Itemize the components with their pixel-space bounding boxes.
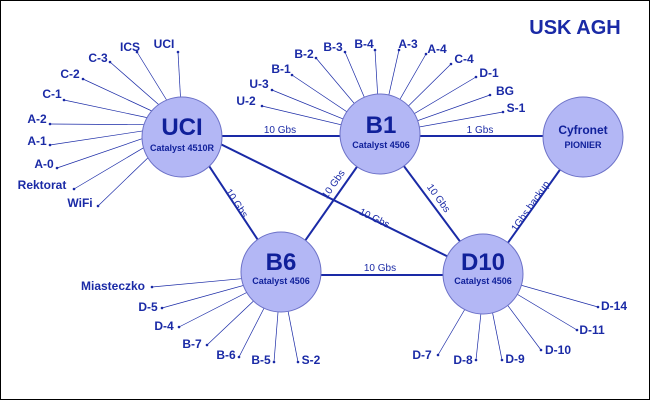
leaf-label: B-4 xyxy=(354,37,374,51)
leaf-label: D-11 xyxy=(579,323,605,337)
leaf-label: D-5 xyxy=(138,300,158,314)
node-b1: B1 Catalyst 4506 xyxy=(339,93,421,175)
leaf-label: A-4 xyxy=(427,42,447,56)
leaf-label: D-14 xyxy=(601,299,627,313)
leaf-label: C-2 xyxy=(60,67,80,81)
leaf-label: A-0 xyxy=(34,157,54,171)
node-b6-model: Catalyst 4506 xyxy=(252,276,310,286)
link-uci-d10 xyxy=(181,124,486,276)
leaf-label: U-2 xyxy=(236,94,256,108)
node-uci-name: UCI xyxy=(161,114,202,141)
leaf-label: C-1 xyxy=(42,87,62,101)
leaf-label: UCI xyxy=(154,37,175,51)
node-cyfronet-circle xyxy=(542,96,624,178)
node-b6: B6 Catalyst 4506 xyxy=(240,231,322,313)
leaf-label: S-2 xyxy=(302,353,321,367)
leaf-label: B-6 xyxy=(216,348,236,362)
leaf-label: C-3 xyxy=(88,51,108,65)
spoke-dots xyxy=(48,48,600,364)
leaf-label: U-3 xyxy=(249,77,269,91)
leaf-label: B-3 xyxy=(323,40,343,54)
node-b1-model: Catalyst 4506 xyxy=(352,140,410,150)
leaf-label: ICS xyxy=(120,40,140,54)
leaf-label: D-10 xyxy=(545,343,571,357)
leaf-label: D-9 xyxy=(505,352,525,366)
leaf-label: B-1 xyxy=(271,62,291,76)
leaf-label: S-1 xyxy=(507,101,526,115)
node-b1-circle xyxy=(339,93,421,175)
leaf-label: A-2 xyxy=(27,112,47,126)
diagram-title: USK AGH xyxy=(529,17,620,39)
node-d10: D10 Catalyst 4506 xyxy=(442,233,524,315)
leaf-label: D-1 xyxy=(479,66,499,80)
leaf-label: A-3 xyxy=(398,37,418,51)
leaf-label: B-7 xyxy=(182,337,202,351)
node-cyfronet-model: PIONIER xyxy=(564,140,602,150)
node-b6-name: B6 xyxy=(266,249,297,276)
leaf-label: D-7 xyxy=(412,348,432,362)
leaf-label: B-5 xyxy=(251,353,271,367)
node-uci-model: Catalyst 4510R xyxy=(150,143,215,153)
link-label-b6-d10: 10 Gbs xyxy=(364,263,396,274)
leaf-label: Miasteczko xyxy=(81,279,145,293)
leaf-label: D-8 xyxy=(453,353,473,367)
link-label-b1-cyfronet: 1 Gbs xyxy=(467,125,494,136)
leaf-label: WiFi xyxy=(67,196,92,210)
leaf-label: C-4 xyxy=(454,52,474,66)
node-cyfronet-name: Cyfronet xyxy=(558,123,607,137)
leaf-label: D-4 xyxy=(154,319,174,333)
node-uci: UCI Catalyst 4510R xyxy=(141,96,223,178)
node-d10-name: D10 xyxy=(461,249,505,276)
link-label-uci-b1: 10 Gbs xyxy=(264,125,296,136)
leaf-label: A-1 xyxy=(27,134,47,148)
node-b1-name: B1 xyxy=(366,112,397,139)
node-b6-circle xyxy=(240,231,322,313)
node-uci-circle xyxy=(141,96,223,178)
leaf-label: Rektorat xyxy=(18,178,67,192)
node-cyfronet: Cyfronet PIONIER xyxy=(542,96,624,178)
leaf-label: BG xyxy=(496,84,514,98)
node-d10-circle xyxy=(442,233,524,315)
leaf-label: B-2 xyxy=(294,47,314,61)
node-d10-model: Catalyst 4506 xyxy=(454,276,512,286)
